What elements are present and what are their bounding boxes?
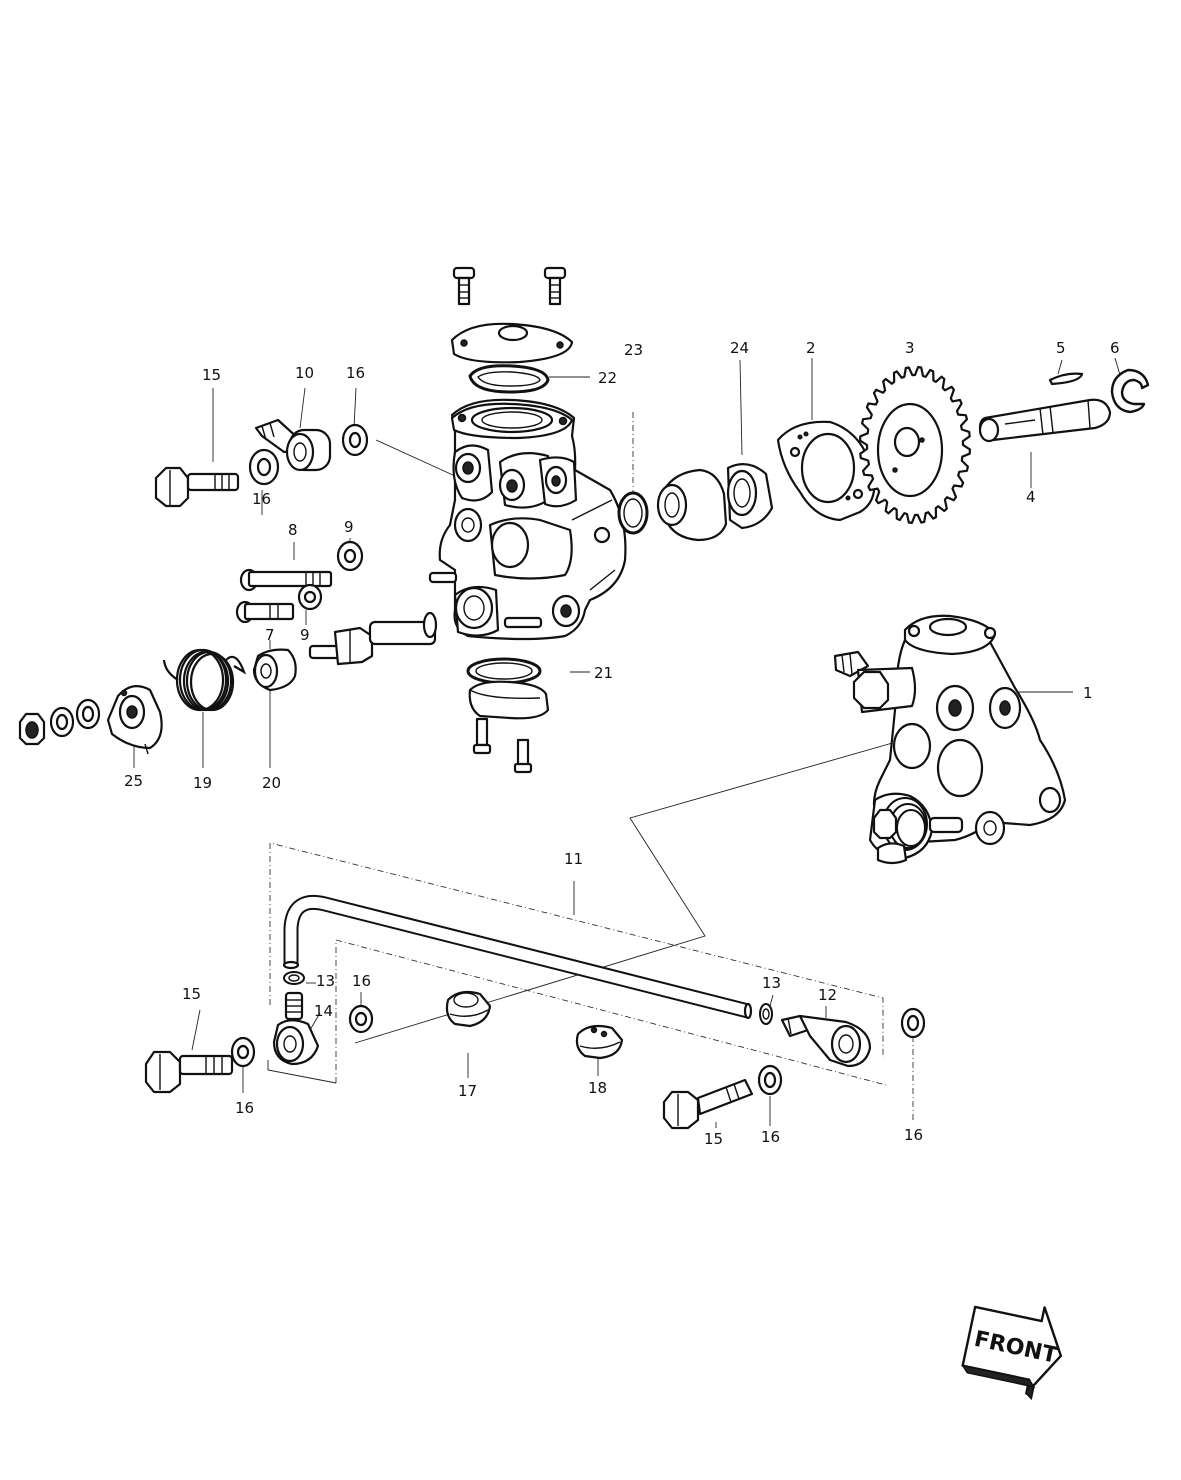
callout-20: 20 — [262, 774, 281, 792]
callout-5: 5 — [1056, 339, 1066, 357]
washer-9-a — [336, 540, 364, 572]
screw-top-right — [543, 266, 567, 306]
o-ring-22 — [468, 364, 550, 394]
callout-6: 6 — [1110, 339, 1120, 357]
clip-6 — [1110, 368, 1150, 414]
callout-15-left: 15 — [182, 985, 201, 1003]
callout-1: 1 — [1083, 684, 1093, 702]
callout-15-right: 15 — [704, 1130, 723, 1148]
clamp-13-right — [759, 1003, 773, 1025]
gasket-2 — [776, 420, 876, 522]
o-ring-right — [617, 491, 649, 535]
callout-25: 25 — [124, 772, 143, 790]
grommet-18 — [575, 1024, 624, 1060]
o-ring-21 — [466, 657, 542, 685]
pump-body-exploded — [428, 398, 627, 641]
callout-labels: 1 2 3 4 5 6 7 8 9 9 10 11 12 13 13 14 15… — [124, 339, 1120, 1148]
callout-11: 11 — [564, 850, 583, 868]
callout-21: 21 — [594, 664, 613, 682]
callout-13-left: 13 — [316, 972, 335, 990]
callout-19: 19 — [193, 774, 212, 792]
shaft-4 — [978, 398, 1112, 443]
callout-4: 4 — [1026, 488, 1036, 506]
washer-16-c — [230, 1036, 256, 1068]
callout-16-top-left: 16 — [252, 490, 271, 508]
drive-train — [617, 366, 1150, 542]
banjo-bolt-15-right — [662, 1078, 754, 1130]
screw-bottom-right — [513, 738, 533, 774]
banjo-bolt-15-top — [154, 466, 240, 508]
washer-16-f — [900, 1007, 926, 1039]
callout-16-far-right: 16 — [904, 1126, 923, 1144]
callout-22: 22 — [598, 369, 617, 387]
leader-lines — [133, 357, 1121, 1128]
screw-bottom-left — [472, 717, 492, 755]
grommet-17 — [445, 990, 492, 1028]
callout-8: 8 — [288, 521, 298, 539]
callout-18: 18 — [588, 1079, 607, 1097]
nut-25 — [18, 712, 46, 746]
callout-23: 23 — [624, 341, 643, 359]
callout-2: 2 — [806, 339, 816, 357]
callout-17: 17 — [458, 1082, 477, 1100]
washer-16-e — [757, 1064, 783, 1096]
washer-25-a — [49, 706, 75, 738]
key-5 — [1048, 372, 1084, 386]
top-cap — [450, 322, 574, 364]
bottom-cap-assembly — [466, 657, 550, 774]
washer-16-d — [348, 1004, 374, 1034]
callout-15-top: 15 — [202, 366, 221, 384]
washer-25-b — [75, 698, 101, 730]
callout-13-right: 13 — [762, 974, 781, 992]
banjo-fitting-12 — [780, 1014, 872, 1068]
pump-assembly-1 — [833, 614, 1067, 865]
spring-19 — [162, 648, 247, 712]
seal-20 — [252, 648, 297, 692]
callout-7: 7 — [265, 626, 275, 644]
screw-8 — [239, 568, 333, 592]
left-top-fittings — [154, 418, 369, 508]
hose-assembly — [144, 895, 926, 1130]
washer-9-b — [297, 583, 323, 611]
front-arrow-icon: FRONT — [961, 1305, 1063, 1401]
top-cap-assembly — [450, 266, 574, 394]
screw-top-left — [452, 266, 476, 306]
bushing-24 — [656, 463, 774, 542]
callout-9-lower: 9 — [300, 626, 310, 644]
callout-10: 10 — [295, 364, 314, 382]
left-lower-control — [18, 611, 438, 755]
banjo-bolt-15-left — [144, 1050, 234, 1094]
left-middle-screws — [235, 540, 364, 624]
banjo-fitting-14 — [272, 991, 320, 1066]
lever-25 — [106, 685, 163, 755]
clamp-13-left — [283, 971, 305, 985]
callout-14: 14 — [314, 1002, 333, 1020]
callout-16-bottom-right: 16 — [761, 1128, 780, 1146]
control-shaft — [308, 611, 438, 666]
screw-9 — [235, 600, 295, 624]
callout-16-top-right: 16 — [346, 364, 365, 382]
fitting-10 — [254, 418, 332, 472]
gear-3 — [859, 366, 971, 524]
washer-16-a — [248, 448, 280, 486]
callout-16-hose-left: 16 — [352, 972, 371, 990]
callout-24: 24 — [730, 339, 749, 357]
callout-9-upper: 9 — [344, 518, 354, 536]
hose-11 — [282, 895, 753, 1020]
callout-12: 12 — [818, 986, 837, 1004]
washer-16-b — [341, 423, 369, 457]
callout-16-bottom-left: 16 — [235, 1099, 254, 1117]
callout-3: 3 — [905, 339, 915, 357]
